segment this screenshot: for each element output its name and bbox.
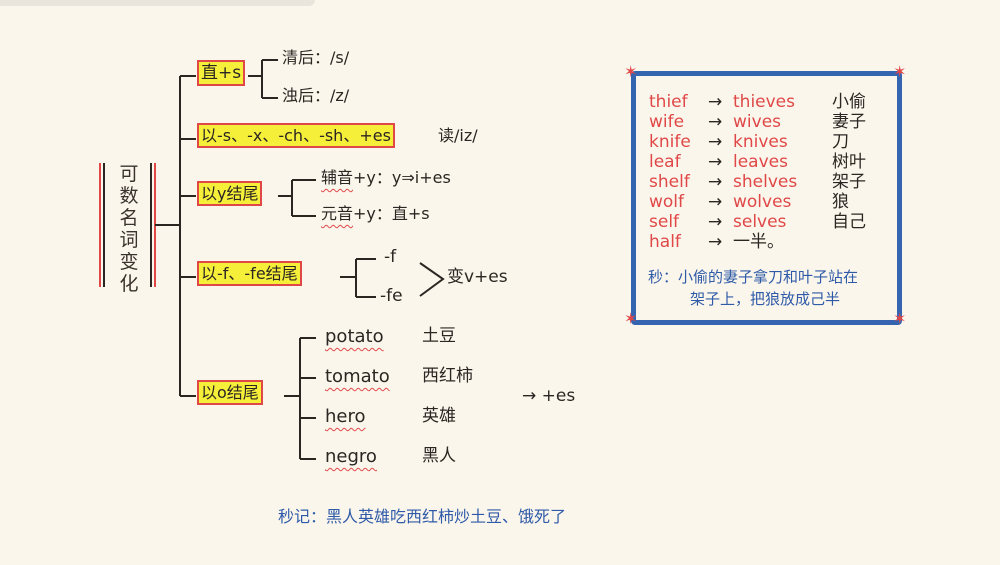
box-word: knife (649, 132, 691, 152)
box-word: shelf (649, 172, 690, 192)
corner-star-icon: ✶ (893, 309, 907, 328)
box-arrow: → (708, 192, 723, 212)
o-rule-result: → +es (522, 386, 576, 406)
box-plural: wives (733, 112, 782, 132)
box-word: wolf (649, 192, 685, 212)
box-plural: shelves (733, 172, 798, 192)
voiced-note: 浊后：/z/ (282, 86, 350, 105)
box-word: leaf (649, 152, 681, 172)
voiceless-note: 清后：/s/ (282, 48, 350, 67)
o-meaning-negro: 黑人 (422, 446, 456, 466)
o-meaning-tomato: 西红柿 (422, 366, 473, 386)
box-meaning: 狼 (832, 192, 849, 212)
box-plural: thieves (733, 92, 795, 112)
box-meaning: 妻子 (832, 112, 866, 132)
rule-f-f: -f (384, 247, 397, 267)
box-arrow: → (708, 92, 723, 112)
rule-f-result: 变v+es (447, 267, 508, 287)
box-arrow: → (708, 232, 723, 252)
box-word: self (649, 212, 680, 232)
consonant-rule: +y：y⇒i+es (353, 168, 451, 187)
box-mnemonic-line2: 架子上，把狼放成己半 (690, 290, 841, 308)
box-meaning: 自己 (832, 212, 866, 232)
window-top-edge (0, 0, 315, 6)
consonant-word: 辅音 (321, 168, 354, 187)
diagram-title: 可数名词变化 (119, 163, 139, 295)
box-meaning: 刀 (832, 132, 849, 152)
corner-star-icon: ✶ (624, 62, 638, 81)
box-meaning: 小偷 (832, 92, 866, 112)
rule-f-label: 以-f、-fe结尾 (197, 261, 302, 286)
box-meaning: 树叶 (832, 152, 866, 172)
corner-star-icon: ✶ (624, 309, 638, 328)
box-meaning: 架子 (832, 172, 866, 192)
box-plural: 一半。 (733, 232, 784, 252)
vowel-word: 元音 (321, 204, 354, 223)
box-arrow: → (708, 212, 723, 232)
rule-y-vowel: 元音+y：直+s (321, 206, 430, 222)
o-word-tomato: tomato (325, 366, 390, 387)
o-mnemonic: 秒记：黑人英雄吃西红柿炒土豆、饿死了 (278, 507, 567, 526)
box-plural: wolves (733, 192, 792, 212)
box-plural: leaves (733, 152, 788, 172)
rule-direct-label: 直+s (197, 60, 246, 86)
rule-s-x-label: 以-s、-x、-ch、-sh、+es (197, 123, 395, 148)
o-meaning-hero: 英雄 (422, 406, 456, 426)
box-word: half (649, 232, 681, 252)
rule-y-label: 以y结尾 (197, 181, 263, 206)
box-arrow: → (708, 112, 723, 132)
rule-y-consonant: 辅音+y：y⇒i+es (321, 170, 451, 186)
rule-o-label: 以o结尾 (197, 380, 263, 405)
box-arrow: → (708, 132, 723, 152)
o-word-negro: negro (325, 446, 377, 467)
box-word: wife (649, 112, 685, 132)
corner-star-icon: ✶ (893, 62, 907, 81)
rule-s-x-note: 读/iz/ (438, 126, 478, 145)
box-word: thief (649, 92, 688, 112)
o-word-hero: hero (325, 406, 366, 427)
box-mnemonic-line1: 秒：小偷的妻子拿刀和叶子站在 (648, 268, 859, 286)
o-meaning-potato: 土豆 (422, 326, 456, 346)
box-plural: knives (733, 132, 788, 152)
vowel-rule: +y：直+s (353, 204, 430, 223)
box-arrow: → (708, 172, 723, 192)
rule-f-fe: -fe (380, 286, 403, 306)
box-plural: selves (733, 212, 787, 232)
f-examples-box (631, 71, 902, 325)
o-word-potato: potato (325, 326, 384, 347)
box-arrow: → (708, 152, 723, 172)
